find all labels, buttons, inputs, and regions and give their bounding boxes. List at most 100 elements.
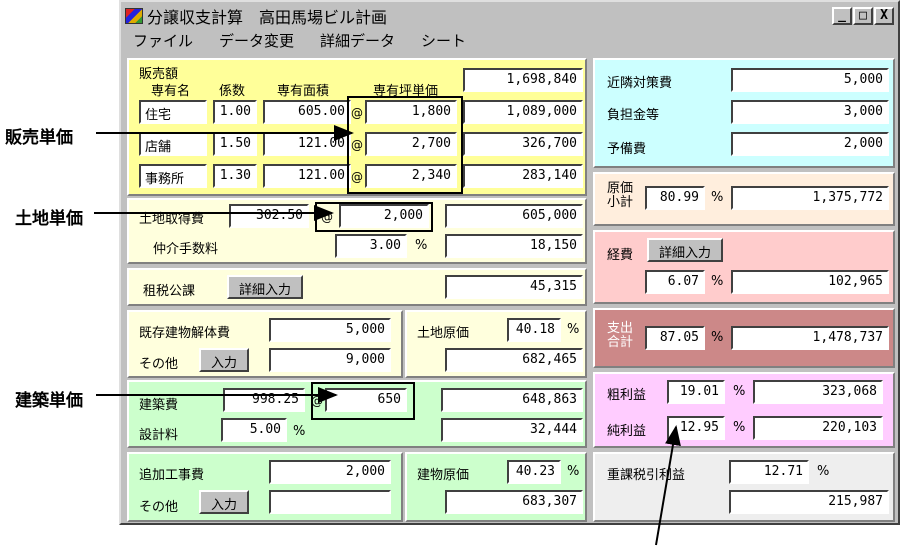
demolition-label: 既存建物解体費 xyxy=(139,326,231,341)
expenditure-rate-field[interactable]: 87.05 xyxy=(645,326,705,350)
close-button[interactable]: X xyxy=(874,7,894,25)
building-cost-rate-field[interactable]: 40.23 xyxy=(507,460,561,484)
sales-row3-amount[interactable]: 283,140 xyxy=(463,164,583,188)
building-cost-amount-field[interactable]: 683,307 xyxy=(445,490,583,514)
additional-works-panel: 追加工事費 2,000 その他 入力 xyxy=(127,452,403,522)
after-tax-rate-field[interactable]: 12.71 xyxy=(729,460,809,484)
design-fee-label: 設計料 xyxy=(139,428,179,443)
design-pct: % xyxy=(293,424,306,439)
neighbor-field[interactable]: 5,000 xyxy=(731,68,889,92)
minimize-button[interactable]: _ xyxy=(832,7,852,25)
sales-row1-amount[interactable]: 1,089,000 xyxy=(463,100,583,124)
additional-other-field[interactable] xyxy=(269,490,391,514)
gross-profit-amount-field[interactable]: 323,068 xyxy=(753,380,883,404)
col-name-header: 専有名 xyxy=(151,84,191,99)
sales-row2-factor[interactable]: 1.50 xyxy=(213,132,257,156)
net-profit-label: 純利益 xyxy=(607,424,647,439)
demolition-amount-field[interactable]: 5,000 xyxy=(269,318,391,342)
expenditure-total-label-1: 支出 xyxy=(607,321,634,336)
tax-panel: 租税公課 詳細入力 45,315 xyxy=(127,268,587,306)
highlight-box-construction-unit-price xyxy=(311,382,415,420)
cost-subtotal-rate-field[interactable]: 80.99 xyxy=(645,186,705,210)
burden-field[interactable]: 3,000 xyxy=(731,100,889,124)
annotation-sales-unit-price: 販売単価 xyxy=(5,128,73,148)
expenditure-total-panel: 支出 合計 87.05 % 1,478,737 xyxy=(593,308,895,368)
menu-file[interactable]: ファイル xyxy=(133,32,194,50)
menu-sheet[interactable]: シート xyxy=(421,32,467,50)
tax-amount-field[interactable]: 45,315 xyxy=(445,275,583,299)
sales-total-field[interactable]: 1,698,840 xyxy=(463,68,583,92)
reserve-field[interactable]: 2,000 xyxy=(731,132,889,156)
demolition-input-button[interactable]: 入力 xyxy=(199,348,249,372)
sales-row3-name[interactable]: 事務所 xyxy=(139,164,207,188)
after-tax-amount-field[interactable]: 215,987 xyxy=(729,490,889,514)
land-cost-pct: % xyxy=(567,322,580,337)
expense-amount-field[interactable]: 102,965 xyxy=(731,270,889,294)
highlight-box-sales-unit-price xyxy=(347,96,463,194)
net-profit-pct: % xyxy=(733,420,746,435)
sales-row2-name[interactable]: 店舗 xyxy=(139,132,207,156)
land-cost-rate-field[interactable]: 40.18 xyxy=(507,318,561,342)
expense-rate-field[interactable]: 6.07 xyxy=(645,270,705,294)
sales-row3-area[interactable]: 121.00 xyxy=(263,164,351,188)
gross-profit-label: 粗利益 xyxy=(607,388,647,403)
annotation-land-unit-price: 土地単価 xyxy=(15,209,83,229)
after-tax-panel: 重課税引利益 12.71 % 215,987 xyxy=(593,452,895,522)
broker-amount-field[interactable]: 18,150 xyxy=(445,234,583,258)
broker-rate-field[interactable]: 3.00 xyxy=(335,234,407,258)
building-cost-label: 建物原価 xyxy=(417,468,470,483)
sales-row1-unit-price[interactable]: 1,800 xyxy=(365,100,457,124)
land-cost-label: 土地原価 xyxy=(417,326,470,341)
sales-row2-amount[interactable]: 326,700 xyxy=(463,132,583,156)
burden-label: 負担金等 xyxy=(607,108,660,123)
sales-row2-unit-price[interactable]: 2,700 xyxy=(365,132,457,156)
land-unit-price-field[interactable]: 2,000 xyxy=(339,204,429,228)
land-cost-panel: 土地原価 40.18 % 682,465 xyxy=(405,310,587,378)
construction-amount-field[interactable]: 648,863 xyxy=(441,388,583,412)
misc-costs-panel: 近隣対策費 5,000 負担金等 3,000 予備費 2,000 xyxy=(593,58,895,168)
land-amount-field[interactable]: 605,000 xyxy=(445,204,583,228)
menu-detail-data[interactable]: 詳細データ xyxy=(320,32,396,50)
col-unit-price-header: 専有坪単価 xyxy=(373,84,439,99)
at-sign: @ xyxy=(351,106,363,120)
net-profit-amount-field[interactable]: 220,103 xyxy=(753,416,883,440)
land-cost-amount-field[interactable]: 682,465 xyxy=(445,348,583,372)
design-rate-field[interactable]: 5.00 xyxy=(221,418,287,442)
broker-pct: % xyxy=(415,238,428,253)
neighbor-label: 近隣対策費 xyxy=(607,76,673,91)
after-tax-pct: % xyxy=(817,464,830,479)
sales-row1-factor[interactable]: 1.00 xyxy=(213,100,257,124)
expense-detail-button[interactable]: 詳細入力 xyxy=(647,238,723,262)
sales-row1-area[interactable]: 605.00 xyxy=(263,100,351,124)
broker-fee-label: 仲介手数料 xyxy=(153,242,219,257)
cost-subtotal-label-2: 小計 xyxy=(607,195,634,210)
gross-profit-rate-field[interactable]: 19.01 xyxy=(667,380,725,404)
expenditure-amount-field[interactable]: 1,478,737 xyxy=(731,326,889,350)
building-cost-panel: 建物原価 40.23 % 683,307 xyxy=(405,452,587,522)
additional-works-amount-field[interactable]: 2,000 xyxy=(269,460,391,484)
cost-subtotal-amount-field[interactable]: 1,375,772 xyxy=(731,186,889,210)
at-sign: @ xyxy=(351,138,363,152)
sales-row1-name[interactable]: 住宅 xyxy=(139,100,207,124)
cost-subtotal-pct: % xyxy=(711,190,724,205)
profit-panel: 粗利益 19.01 % 323,068 純利益 12.95 % 220,103 xyxy=(593,372,895,448)
land-acquisition-label: 土地取得費 xyxy=(139,212,205,227)
land-panel: 土地取得費 302.50 @ 2,000 605,000 仲介手数料 3.00 … xyxy=(127,198,587,264)
land-area-field[interactable]: 302.50 xyxy=(229,204,309,228)
app-icon xyxy=(125,8,143,24)
cost-subtotal-panel: 原価 小計 80.99 % 1,375,772 xyxy=(593,172,895,226)
menu-data-change[interactable]: データ変更 xyxy=(219,32,295,50)
expense-panel: 経費 詳細入力 6.07 % 102,965 xyxy=(593,230,895,304)
annotation-construction-unit-price: 建築単価 xyxy=(15,391,83,411)
demolition-other-field[interactable]: 9,000 xyxy=(269,348,391,372)
construction-panel: 建築費 998.25 @ 650 648,863 設計料 5.00 % 32,4… xyxy=(127,380,587,448)
sales-row3-unit-price[interactable]: 2,340 xyxy=(365,164,457,188)
sales-row3-factor[interactable]: 1.30 xyxy=(213,164,257,188)
additional-other-label: その他 xyxy=(139,500,179,515)
demolition-other-label: その他 xyxy=(139,357,179,372)
tax-detail-button[interactable]: 詳細入力 xyxy=(227,275,303,299)
design-amount-field[interactable]: 32,444 xyxy=(441,418,583,442)
maximize-button[interactable]: □ xyxy=(853,7,873,25)
app-window: 分譲収支計算 高田馬場ビル計画 _ □ X ファイル データ変更 詳細データ シ… xyxy=(119,0,900,525)
additional-input-button[interactable]: 入力 xyxy=(199,490,249,514)
